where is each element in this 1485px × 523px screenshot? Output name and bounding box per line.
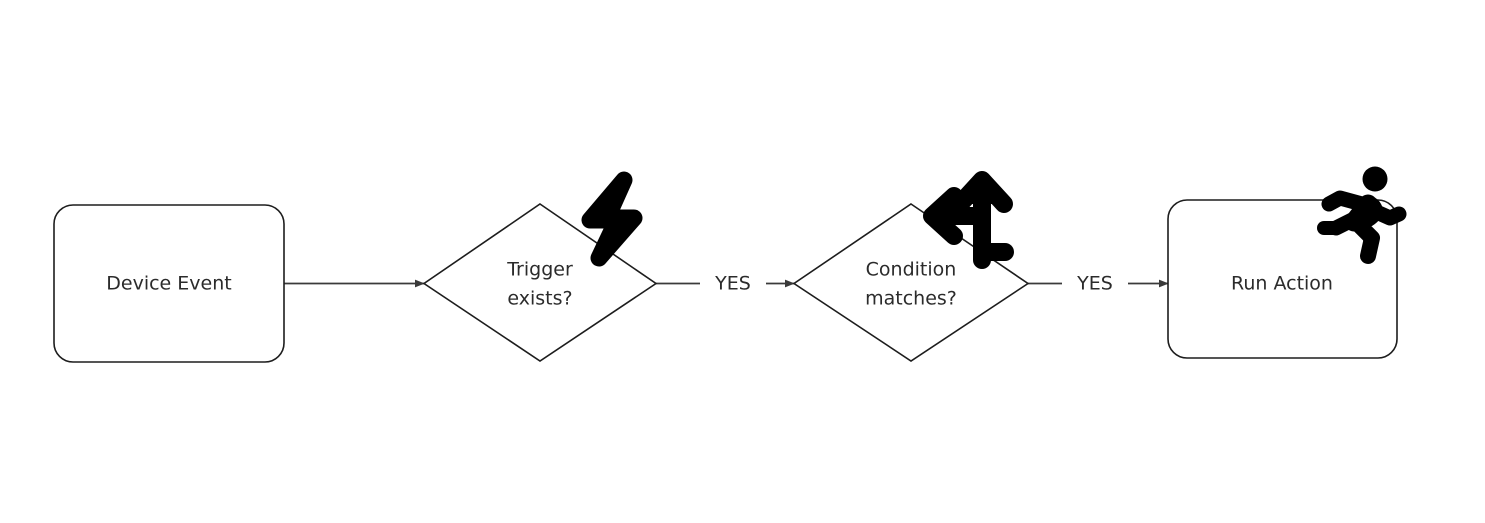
trigger-exists-shape[interactable] — [422, 203, 658, 362]
node-trigger-exists[interactable]: Trigger exists? — [422, 203, 658, 362]
device-event-label: Device Event — [106, 273, 231, 295]
node-device-event[interactable]: Device Event — [53, 204, 285, 363]
condition-matches-label-line1: Condition — [866, 259, 957, 281]
trigger-exists-label-line1: Trigger — [506, 259, 573, 281]
running-person-icon — [1317, 166, 1407, 264]
branch-arrow-icon — [923, 171, 1014, 269]
node-condition-matches[interactable]: Condition matches? — [792, 203, 1030, 362]
condition-matches-label-line2: matches? — [865, 288, 957, 310]
condition-matches-shape[interactable] — [792, 203, 1030, 362]
edge-label-yes-2: YES — [1076, 273, 1113, 295]
lightning-bolt-icon — [581, 171, 643, 267]
edge-condition-to-action: YES — [1028, 273, 1169, 295]
run-action-label: Run Action — [1231, 273, 1333, 295]
device-event-shape[interactable] — [53, 204, 285, 363]
trigger-exists-label-line2: exists? — [507, 288, 572, 310]
edge-trigger-to-condition: YES — [656, 273, 795, 295]
edge-label-yes-1: YES — [714, 273, 751, 295]
node-run-action[interactable]: Run Action — [1167, 199, 1398, 359]
run-action-shape[interactable] — [1167, 199, 1398, 359]
